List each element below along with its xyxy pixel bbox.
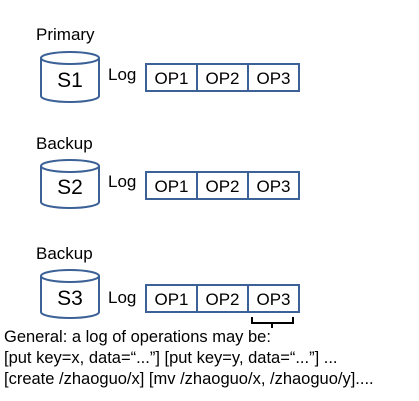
log-label-s2: Log [108,172,137,191]
role-label-s1: Primary [36,25,95,44]
log-entry-s1-op2: OP2 [205,69,239,88]
op3-bracket [251,317,294,328]
server-name-s2: S2 [57,176,83,199]
log-entry-s3-op1: OP1 [154,290,188,309]
server-name-s1: S1 [57,69,83,92]
log-s3: OP1 OP2 OP3 [145,284,300,313]
server-name-s3: S3 [57,287,83,310]
log-entry-s2-op3: OP3 [256,177,290,196]
footer-line-2: [put key=x, data=“...”] [put key=y, data… [4,349,338,367]
log-entry-s1-op3: OP3 [256,69,290,88]
log-label-s3: Log [108,288,137,307]
footer-line-1: General: a log of operations may be: [4,328,271,346]
log-box-s3 [145,284,300,313]
role-label-s2: Backup [36,134,93,153]
log-s2: OP1 OP2 OP3 [145,171,300,200]
server-disk-s3: S3 [40,269,100,319]
log-entry-s2-op1: OP1 [154,177,188,196]
log-entry-s3-op2: OP2 [205,290,239,309]
footer-line-3: [create /zhaoguo/x] [mv /zhaoguo/x, /zha… [4,370,374,388]
server-disk-s1: S1 [40,51,100,103]
role-label-s3: Backup [36,244,93,263]
log-label-s1: Log [108,65,137,84]
log-entry-s2-op2: OP2 [205,177,239,196]
log-s1: OP1 OP2 OP3 [145,63,300,92]
log-box-s2 [145,171,300,200]
server-disk-s2: S2 [40,159,100,209]
log-box-s1 [145,63,300,92]
log-entry-s3-op3: OP3 [256,290,290,309]
log-entry-s1-op1: OP1 [154,69,188,88]
